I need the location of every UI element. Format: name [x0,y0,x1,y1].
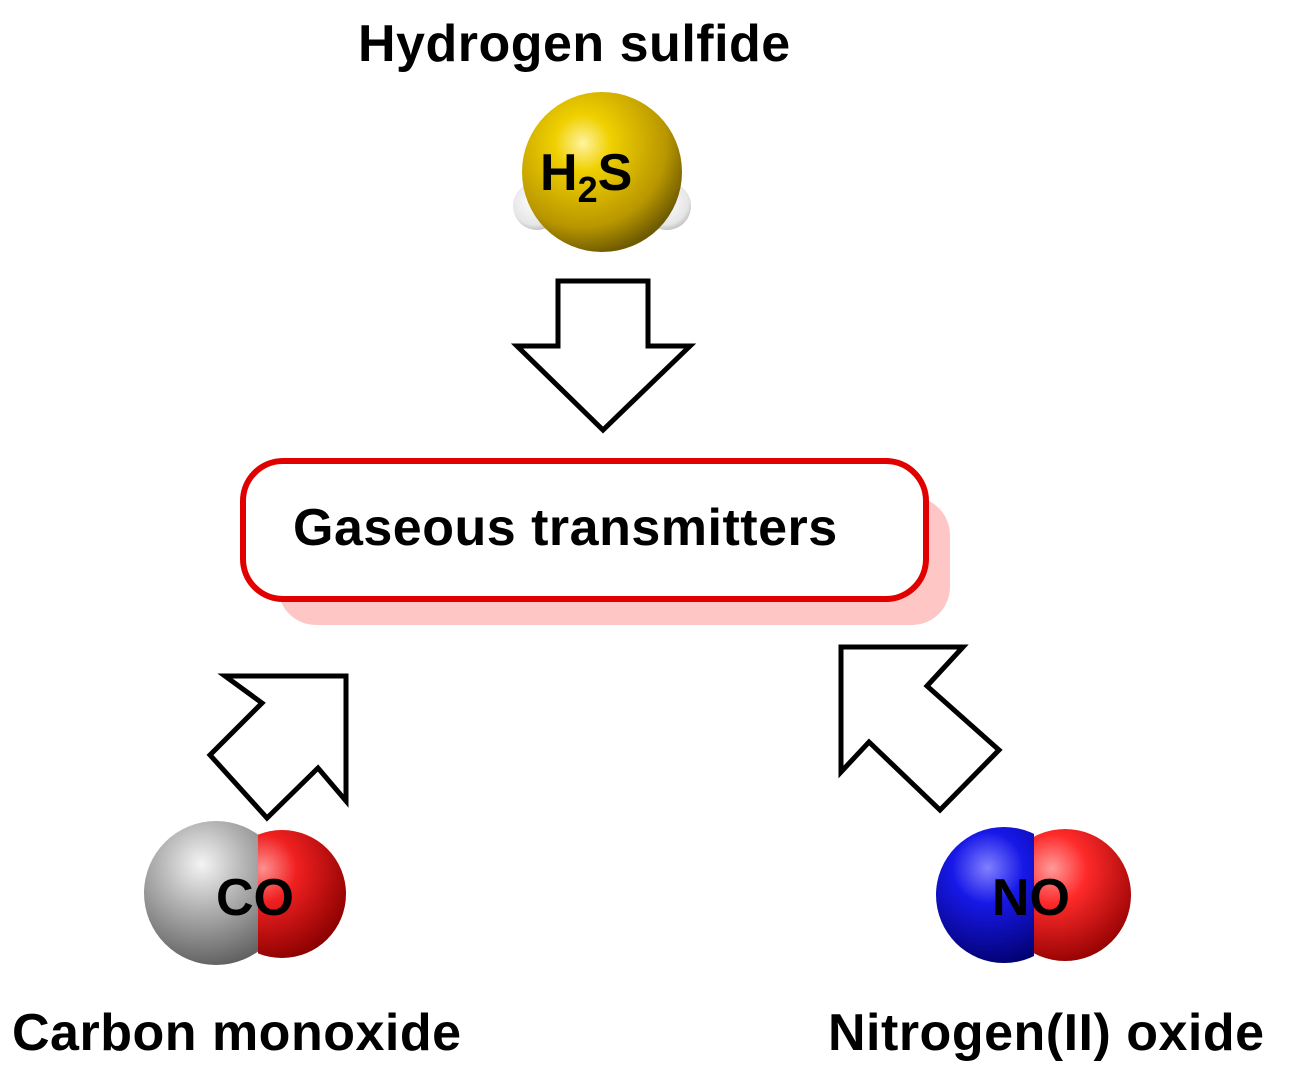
sulfur-atom [522,92,682,252]
co-name-label: Carbon monoxide [12,1004,462,1062]
no-molecule [936,827,1131,963]
nitrogen-atom [936,827,1034,963]
h2s-formula-s: S [597,144,633,202]
h2s-molecule [513,92,691,252]
gaseous-transmitters-label: Gaseous transmitters [293,499,838,557]
h2s-formula-h: H [540,144,578,202]
co-molecule [144,821,346,965]
arrow-down [510,278,697,434]
gaseous-transmitters-box [240,458,929,602]
no-formula-label: NO [992,869,1070,927]
arrow-up-left [838,644,1003,814]
arrow-up-right [206,673,349,822]
co-formula-label: CO [216,869,294,927]
h2s-name-label: Hydrogen sulfide [358,15,791,73]
h2s-formula-subscript: 2 [577,169,598,210]
oxygen-atom-co [258,830,346,958]
carbon-atom [144,821,258,965]
oxygen-atom-no [1034,829,1131,961]
h2s-formula-label: H2S [540,143,632,211]
no-name-label: Nitrogen(II) oxide [828,1004,1265,1062]
